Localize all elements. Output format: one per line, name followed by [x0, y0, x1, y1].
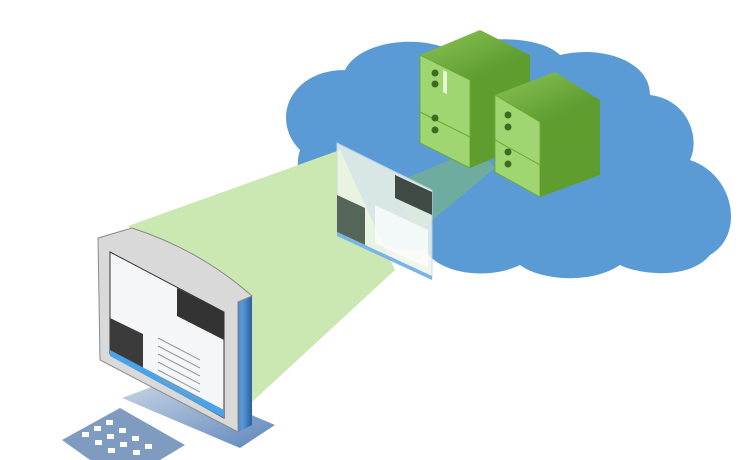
floating-virtual-screen [336, 142, 433, 280]
monitor [97, 227, 275, 448]
server-unit [494, 139, 600, 198]
monitor-screen [109, 251, 225, 419]
server-stack [419, 30, 600, 198]
keyboard [62, 408, 185, 460]
server-unit [494, 72, 600, 166]
light-beam [128, 150, 395, 402]
